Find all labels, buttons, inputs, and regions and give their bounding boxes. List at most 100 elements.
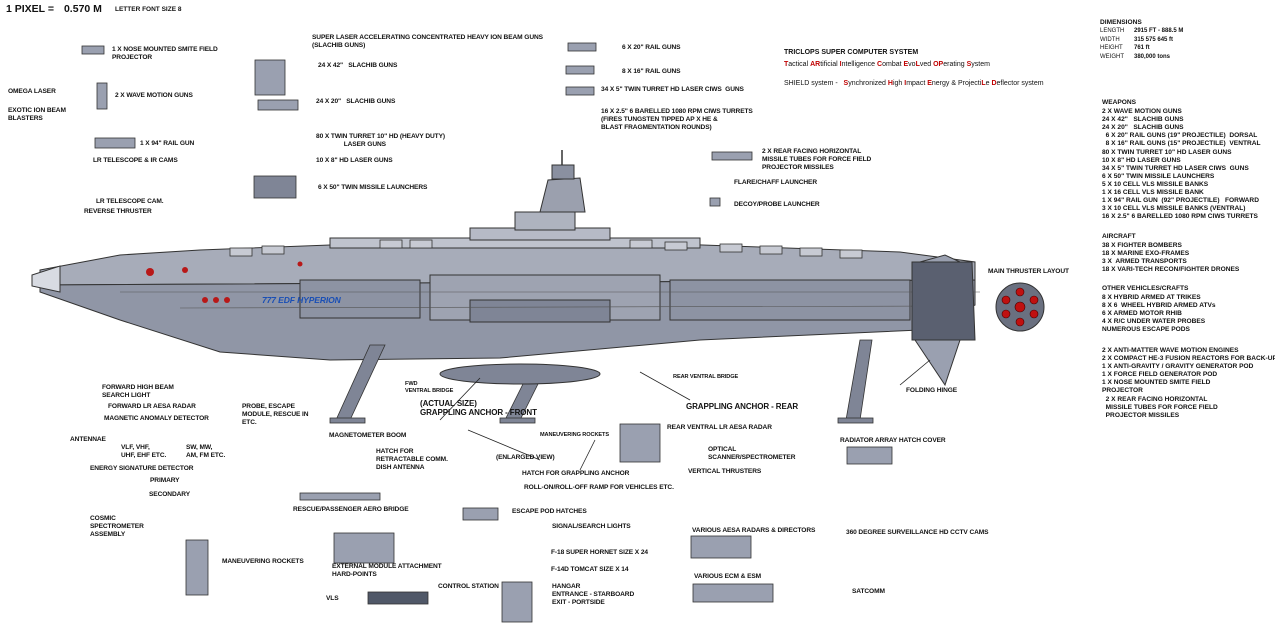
label-external: EXTERNAL MODULE ATTACHMENT HARD-POINTS: [332, 563, 442, 578]
hull-panel-4: [469, 299, 611, 323]
label-radiator: RADIATOR ARRAY HATCH COVER: [840, 437, 946, 444]
acronym-segment: ystem: [971, 61, 990, 68]
hull-panel-3: [669, 279, 911, 321]
acronym-segment: nergy & Projecti: [931, 80, 982, 87]
label-wave-guns: 2 X WAVE MOTION GUNS: [115, 92, 193, 99]
label-omega: OMEGA LASER: [8, 88, 56, 95]
acronym-segment: AR: [810, 61, 821, 68]
label-aesa: VARIOUS AESA RADARS & DIRECTORS: [692, 527, 816, 534]
tower-top: [551, 164, 575, 180]
acronym-segment: eflector system: [996, 80, 1044, 87]
aircraft-item: 3 X ARMED TRANSPORTS: [1102, 258, 1187, 266]
thruster-nozzles: [1001, 287, 1039, 327]
label-ciws5: 34 X 5" TWIN TURRET HD LASER CIWS GUNS: [601, 86, 744, 93]
acronym-segment: I: [904, 80, 907, 87]
nose: [31, 265, 61, 293]
acronym-segment: H: [887, 80, 893, 87]
label-flare: FLARE/CHAFF LAUNCHER: [734, 179, 817, 186]
label-reverse: REVERSE THRUSTER: [84, 208, 152, 215]
label-control: CONTROL STATION: [438, 583, 499, 590]
label-energy: ENERGY SIGNATURE DETECTOR: [90, 465, 194, 472]
hull-lights: [146, 261, 303, 303]
acronym-segment: ynchronized: [848, 80, 888, 87]
font-note: LETTER FONT SIZE 8: [115, 6, 182, 13]
acronym-segment: T: [784, 61, 789, 68]
label-fwd-beam: FORWARD HIGH BEAM SEARCH LIGHT: [102, 384, 174, 399]
acronym-segment: tificial: [820, 61, 840, 68]
label-roro: ROLL-ON/ROLL-OFF RAMP FOR VEHICLES ETC.: [524, 484, 674, 491]
label-folding: FOLDING HINGE: [906, 387, 958, 394]
component-icons: [81, 42, 893, 623]
label-lr-tele: LR TELESCOPE & IR CAMS: [93, 157, 178, 164]
systems_list-item: PROJECTOR: [1102, 387, 1143, 395]
label-vls: VLS: [326, 595, 339, 602]
weapons-item: 10 X 8" HD LASER GUNS: [1102, 156, 1181, 164]
label-rail16: 8 X 16" RAIL GUNS: [622, 68, 681, 75]
label-slachib42: 24 X 42" SLACHIB GUNS: [318, 62, 398, 69]
label-magnetometer: MAGNETOMETER BOOM: [329, 432, 407, 439]
vehicles-item: NUMEROUS ESCAPE PODS: [1102, 326, 1190, 334]
dorsal-turrets: [229, 239, 863, 259]
ventral-pod: [439, 363, 601, 385]
lower-fin: [914, 339, 961, 387]
aircraft-item: 38 X FIGHTER BOMBERS: [1102, 242, 1182, 250]
acronym-segment: L: [981, 80, 986, 87]
systems_list-item: 2 X ANTI-MATTER WAVE MOTION ENGINES: [1102, 347, 1239, 354]
label-rear-bridge: REAR VENTRAL BRIDGE: [673, 374, 739, 380]
label-grapple-rear: GRAPPLING ANCHOR - REAR: [686, 402, 799, 411]
acronym-segment: erating: [943, 61, 967, 68]
label-rear-radar: REAR VENTRAL LR AESA RADAR: [667, 424, 772, 431]
weapons-item: 6 X 20" RAIL GUNS (19" PROJECTILE) DORSA…: [1102, 132, 1258, 140]
label-vertical: VERTICAL THRUSTERS: [688, 468, 762, 475]
label-decoy: DECOY/PROBE LAUNCHER: [734, 201, 820, 208]
acronym-segment: actical: [788, 61, 811, 68]
weapons-item: 2 X WAVE MOTION GUNS: [1102, 108, 1182, 116]
label-antennae: ANTENNAE: [70, 436, 106, 443]
dimension-value: 380,000 tons: [1134, 53, 1171, 60]
acronym-segment: E: [927, 80, 932, 87]
acronym-segment: S: [843, 80, 849, 87]
label-sw: SW, MW, AM, FM ETC.: [186, 444, 226, 459]
dimension-value: 315 575 645 ft: [1134, 36, 1174, 43]
label-signal: SIGNAL/SEARCH LIGHTS: [552, 523, 631, 530]
systems_list-item: 1 X FORCE FIELD GENERATOR POD: [1102, 371, 1218, 379]
label-hd8: 10 X 8" HD LASER GUNS: [316, 157, 393, 164]
label-super-laser: SUPER LASER ACCELERATING CONCENTRATED HE…: [312, 34, 543, 49]
leader-lines: [439, 359, 931, 471]
systems_list-item: PROJECTOR MISSILES: [1102, 411, 1180, 419]
label-rail20: 6 X 20" RAIL GUNS: [622, 44, 681, 51]
dimension-value: 2915 FT - 888.5 M: [1134, 28, 1184, 35]
label-twin10: 80 X TWIN TURRET 10" HD (HEAVY DUTY) LAS…: [316, 133, 445, 148]
aircraft-item: 18 X MARINE EXO-FRAMES: [1102, 250, 1190, 258]
acronym-segment: igh: [892, 80, 905, 87]
label-mag-anom: MAGNETIC ANOMALY DETECTOR: [104, 415, 209, 422]
weapons-item: 16 X 2.5" 6 BARELLED 1080 RPM CIWS TURRE…: [1102, 213, 1258, 221]
label-enlarged: (ENLARGED VIEW): [496, 454, 555, 461]
acronym-segment: e: [985, 80, 992, 87]
systems_list-item: 2 X REAR FACING HORIZONTAL: [1102, 395, 1208, 403]
acronym-segment: ntelligence: [841, 61, 878, 68]
acronym-segment: OP: [933, 61, 944, 68]
vehicles-item: 4 X R/C UNDER WATER PROBES: [1102, 318, 1206, 326]
dimension-key: HEIGHT: [1100, 45, 1123, 52]
upper-fin: [919, 254, 961, 263]
dimension-key: WEIGHT: [1100, 53, 1124, 60]
vehicles-item: 6 X ARMED MOTOR RHIB: [1102, 310, 1182, 318]
weapons-title: WEAPONS: [1102, 99, 1137, 106]
label-ecm: VARIOUS ECM & ESM: [694, 573, 762, 580]
label-grapple-front: (ACTUAL SIZE) GRAPPLING ANCHOR - FRONT: [420, 399, 537, 417]
dimensions-title: DIMENSIONS: [1100, 19, 1142, 26]
pixel-label: 1 PIXEL =: [6, 3, 54, 15]
label-lr-tele-cam: LR TELESCOPE CAM.: [96, 198, 164, 205]
label-maneuver-small: MANEUVERING ROCKETS: [540, 432, 609, 438]
label-vlf: VLF, VHF, UHF, EHF ETC.: [121, 444, 167, 459]
hull-panel-1: [299, 279, 421, 319]
acronym-segment: C: [877, 61, 883, 68]
vehicles-item: 8 X HYBRID ARMED AT TRIKES: [1102, 294, 1201, 302]
label-rear-tubes: 2 X REAR FACING HORIZONTAL MISSILE TUBES…: [762, 148, 872, 171]
weapons-item: 6 X 50" TWIN MISSILE LAUNCHERS: [1102, 172, 1215, 180]
